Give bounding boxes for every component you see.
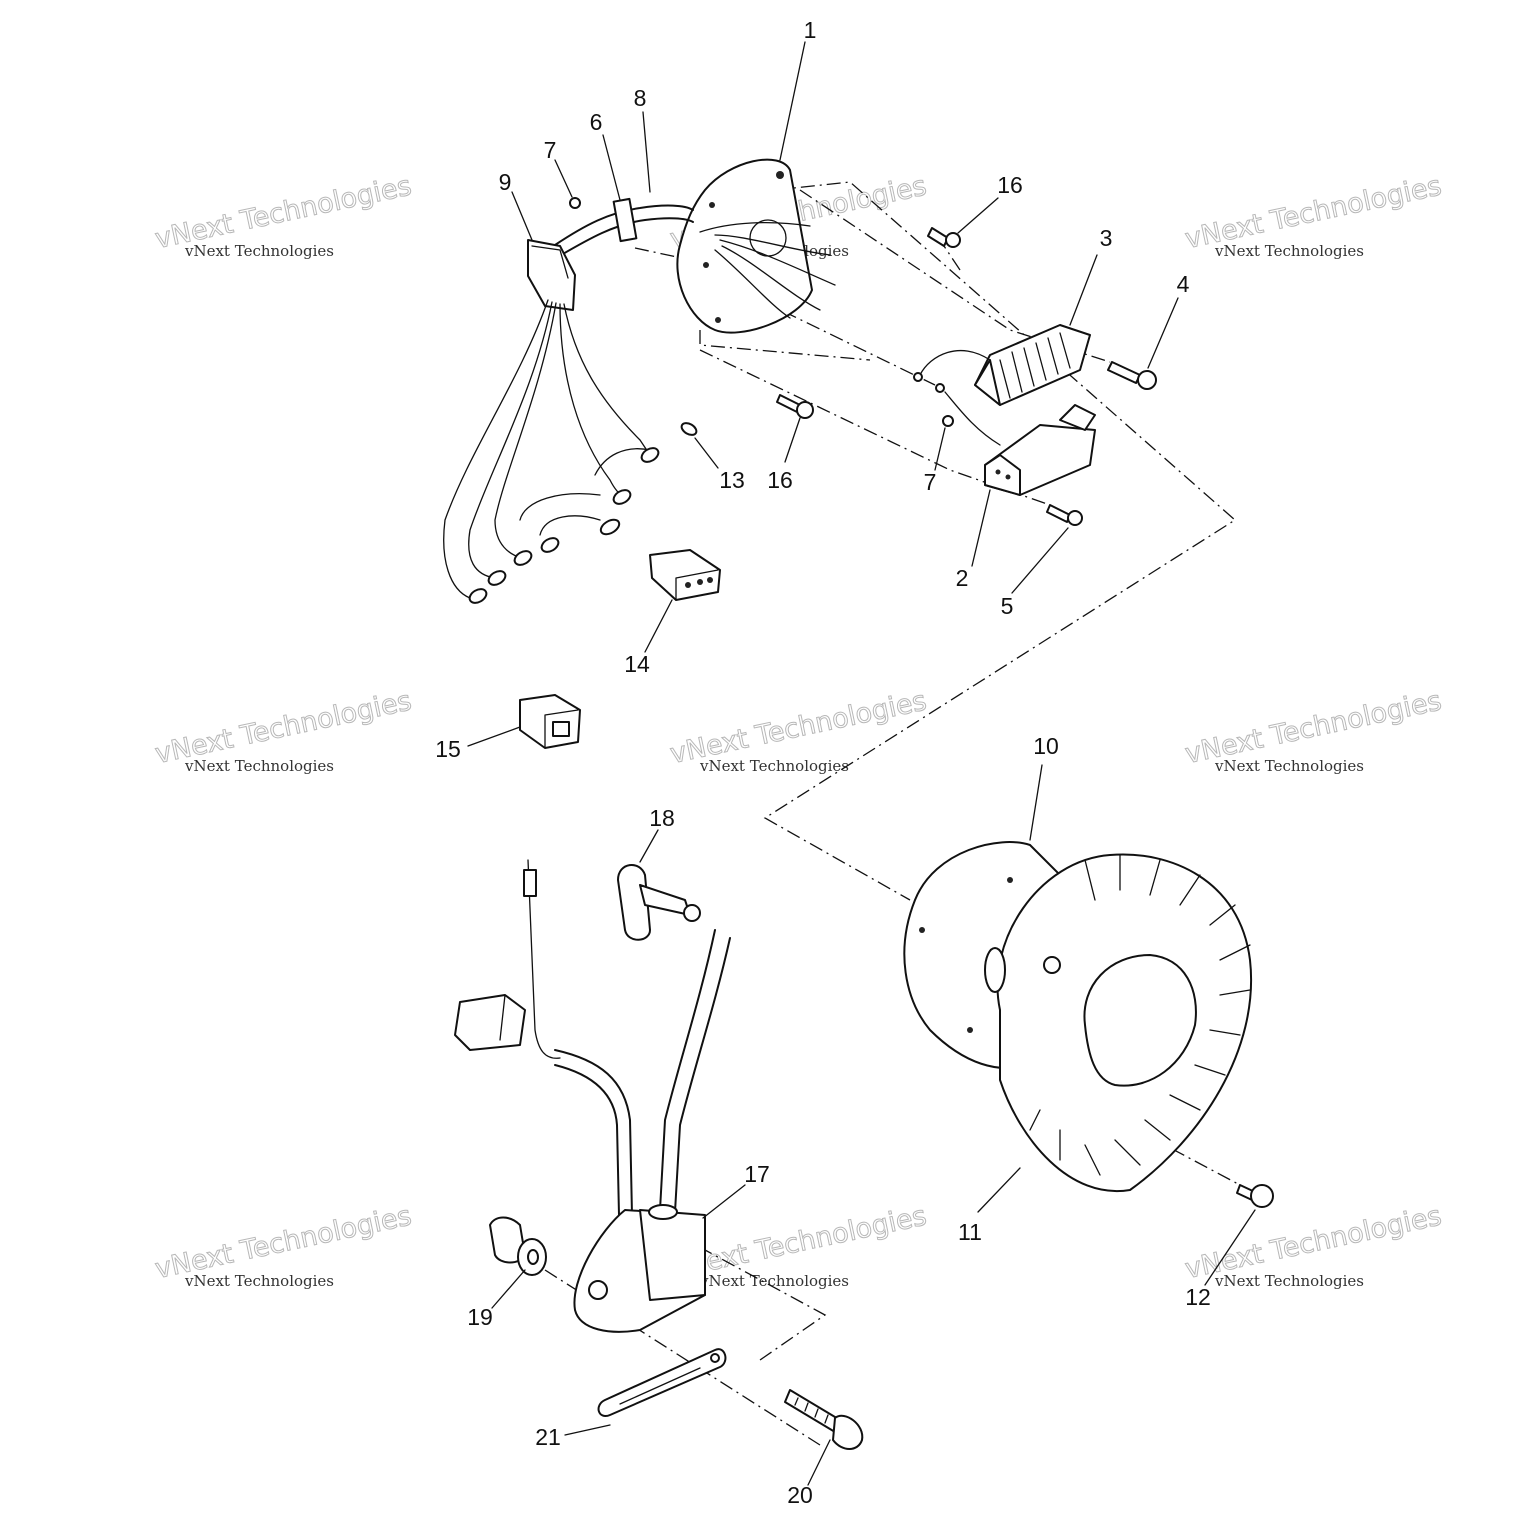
callout-7b: 7 bbox=[924, 469, 937, 495]
leader-14 bbox=[644, 599, 673, 653]
leader-3 bbox=[1069, 254, 1098, 326]
screw-16-top bbox=[927, 227, 961, 248]
leader-17 bbox=[702, 1184, 746, 1219]
watermark-small-text: vNext Technologies bbox=[184, 242, 334, 260]
leader-18 bbox=[639, 829, 659, 863]
leader-7a bbox=[554, 159, 573, 198]
stator-plate bbox=[676, 158, 836, 334]
callout-14: 14 bbox=[624, 651, 650, 677]
small-connector bbox=[519, 694, 581, 749]
leader-20 bbox=[807, 1439, 831, 1486]
screw-4 bbox=[1107, 361, 1157, 390]
callout-4: 4 bbox=[1177, 271, 1190, 297]
stator-cable bbox=[554, 197, 694, 259]
leader-8 bbox=[642, 111, 651, 193]
spark-plug-cap bbox=[617, 864, 701, 941]
watermark: vNext Technologies vNext Technologies bbox=[152, 170, 415, 260]
leader-19 bbox=[491, 1269, 526, 1309]
watermark-small-text: vNext Technologies bbox=[184, 1272, 334, 1290]
coil-connector bbox=[454, 994, 526, 1051]
watermark: vNext Technologies vNext Technologies bbox=[1182, 685, 1445, 775]
watermark: vNext Technologies vNext Technologies bbox=[1182, 1200, 1445, 1290]
leader-15 bbox=[467, 726, 521, 747]
stator-lower-line bbox=[699, 330, 871, 361]
callout-18: 18 bbox=[649, 805, 675, 831]
watermark-small-text: vNext Technologies bbox=[1214, 757, 1364, 775]
callout-12: 12 bbox=[1185, 1284, 1211, 1310]
callout-1: 1 bbox=[804, 17, 817, 43]
callout-21: 21 bbox=[535, 1424, 561, 1450]
callout-16b: 16 bbox=[767, 467, 793, 493]
callouts: 1 2 3 4 5 6 7 7 8 9 10 11 12 13 14 15 16… bbox=[435, 17, 1211, 1508]
leader-2 bbox=[971, 489, 991, 567]
callout-7a: 7 bbox=[544, 137, 557, 163]
watermark-small-text: vNext Technologies bbox=[1214, 1272, 1364, 1290]
leader-9 bbox=[511, 191, 533, 241]
callout-3: 3 bbox=[1100, 225, 1113, 251]
callout-17: 17 bbox=[744, 1161, 770, 1187]
callout-2: 2 bbox=[956, 565, 969, 591]
mounting-bracket bbox=[597, 1348, 727, 1417]
ignition-coil bbox=[454, 859, 731, 1333]
leader-7b bbox=[934, 427, 946, 471]
leader-lines bbox=[467, 41, 1256, 1486]
leader-16a bbox=[957, 197, 999, 234]
leader-4 bbox=[1147, 297, 1179, 369]
watermarks: vNext Technologies vNext Technologies vN… bbox=[152, 170, 1445, 1290]
watermark-small-text: vNext Technologies bbox=[184, 757, 334, 775]
leader-16b bbox=[784, 417, 801, 463]
callout-8: 8 bbox=[634, 85, 647, 111]
callout-16a: 16 bbox=[997, 172, 1023, 198]
callout-6: 6 bbox=[590, 109, 603, 135]
connector-housing bbox=[649, 549, 721, 601]
lighting-coil bbox=[913, 324, 1091, 406]
watermark-small-text: vNext Technologies bbox=[1214, 242, 1364, 260]
callout-11: 11 bbox=[958, 1219, 982, 1245]
watermark: vNext Technologies vNext Technologies bbox=[667, 1200, 930, 1290]
watermark: vNext Technologies vNext Technologies bbox=[152, 685, 415, 775]
watermark-small-text: vNext Technologies bbox=[699, 1272, 849, 1290]
bushing bbox=[489, 1216, 547, 1276]
watermark: vNext Technologies vNext Technologies bbox=[152, 1200, 415, 1290]
pulser-coil bbox=[935, 383, 1096, 496]
parts bbox=[443, 158, 1274, 1450]
bullet-terminal bbox=[680, 422, 698, 436]
bracket-line bbox=[704, 1249, 827, 1361]
ignition-bolt bbox=[784, 1389, 864, 1450]
leader-21 bbox=[564, 1424, 611, 1436]
callout-10: 10 bbox=[1033, 733, 1059, 759]
flywheel bbox=[903, 841, 1253, 1193]
leader-12 bbox=[1204, 1209, 1256, 1286]
leader-10 bbox=[1029, 764, 1043, 841]
flywheel-assembly-line bbox=[763, 181, 1237, 901]
screw-7-top bbox=[569, 197, 581, 209]
flywheel-nut bbox=[1236, 1184, 1274, 1208]
callout-19: 19 bbox=[467, 1304, 493, 1330]
leader-6 bbox=[602, 134, 621, 201]
watermark: vNext Technologies vNext Technologies bbox=[1182, 170, 1445, 260]
watermark: vNext Technologies vNext Technologies bbox=[667, 685, 930, 775]
callout-5: 5 bbox=[1001, 593, 1014, 619]
leader-13 bbox=[694, 437, 719, 469]
leader-11 bbox=[977, 1167, 1021, 1213]
callout-20: 20 bbox=[787, 1482, 813, 1508]
screw-16-bottom bbox=[776, 394, 814, 419]
screw-7-mid bbox=[942, 415, 954, 427]
callout-9: 9 bbox=[499, 169, 512, 195]
screw-5 bbox=[1046, 504, 1083, 526]
leader-1 bbox=[779, 41, 806, 161]
cable-clamp bbox=[612, 197, 638, 243]
stator-connector bbox=[443, 239, 660, 604]
callout-15: 15 bbox=[435, 736, 461, 762]
watermark-small-text: vNext Technologies bbox=[699, 757, 849, 775]
leader-5 bbox=[1011, 527, 1069, 594]
callout-13: 13 bbox=[719, 467, 745, 493]
